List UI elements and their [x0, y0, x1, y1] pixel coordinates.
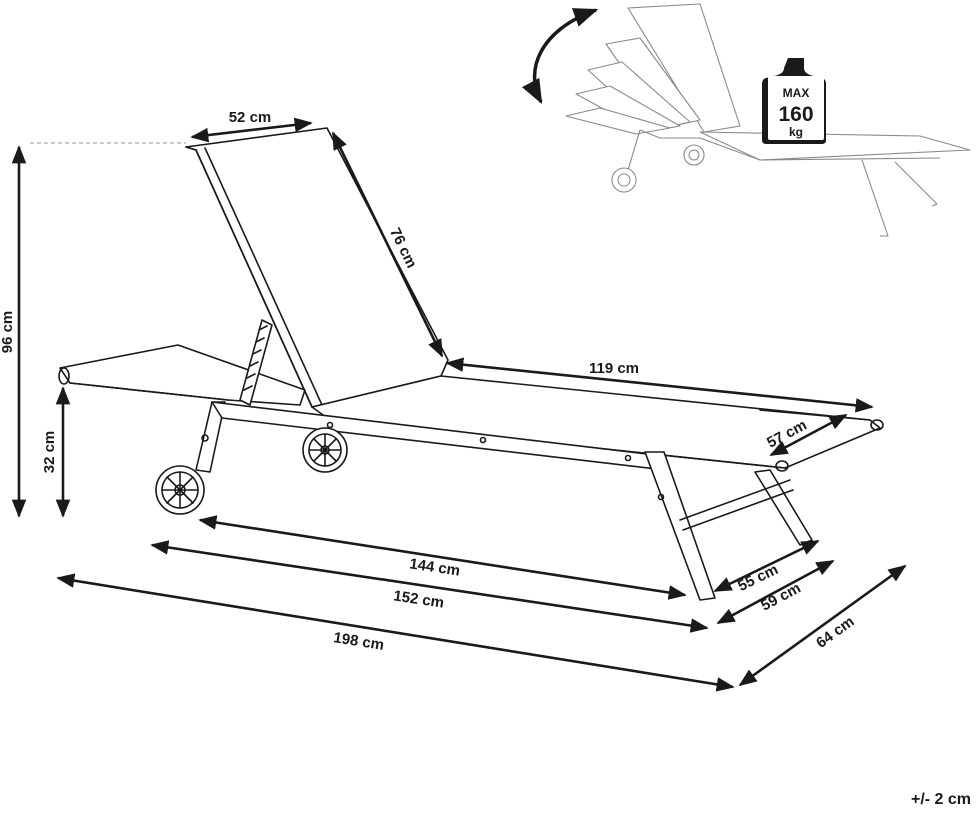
wheel-left: [155, 465, 205, 515]
recline-arrow-icon: [522, 8, 599, 105]
label-backrest-width: 52 cm: [229, 109, 272, 126]
rear-legs: [644, 451, 813, 601]
label-total-height: 96 cm: [0, 311, 16, 354]
badge-unit-label: kg: [789, 125, 803, 139]
max-weight-badge: MAX 160 kg: [762, 58, 826, 144]
label-frame-width: 59 cm: [758, 580, 804, 615]
label-base-length: 152 cm: [392, 587, 445, 611]
label-seat-length: 119 cm: [589, 360, 639, 377]
label-total-length: 198 cm: [332, 629, 385, 654]
dimension-lines: [11, 117, 907, 692]
label-inner-width: 55 cm: [735, 561, 781, 595]
badge-weight-value: 160: [778, 103, 813, 126]
tolerance-note: +/- 2 cm: [910, 791, 971, 808]
backrest-adjuster: [239, 319, 273, 406]
wheel-right: [302, 427, 348, 473]
badge-max-label: MAX: [783, 86, 810, 100]
label-total-width: 64 cm: [813, 613, 857, 652]
label-seat-height: 32 cm: [41, 431, 58, 474]
sun-lounger-illustration: [58, 127, 884, 601]
side-tray: [58, 344, 306, 406]
